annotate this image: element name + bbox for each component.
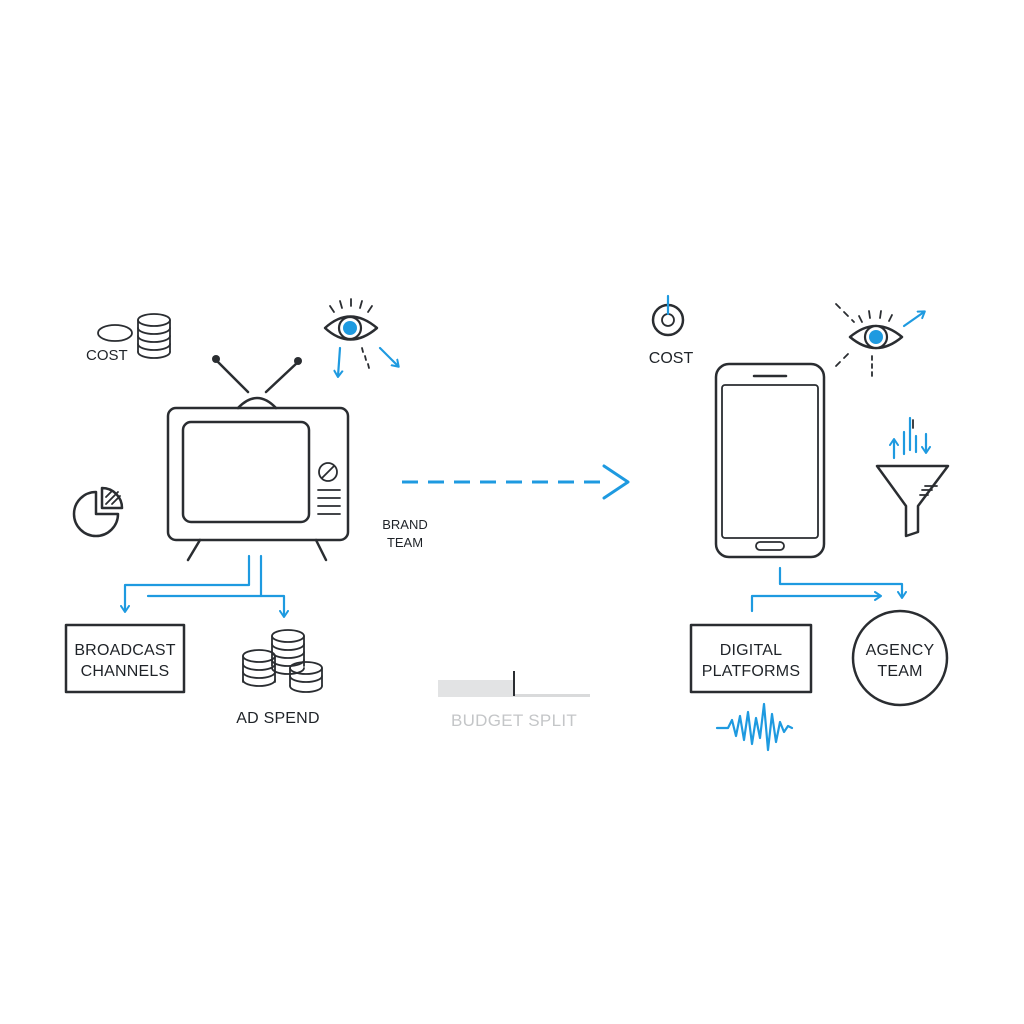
digital-label-line1: DIGITAL bbox=[720, 642, 782, 659]
broadcast-label-line1: BROADCAST bbox=[74, 642, 175, 659]
brand-team-label-line1: BRAND bbox=[382, 517, 428, 532]
budget-split-fill bbox=[438, 680, 514, 697]
broadcast-channels-box: BROADCAST CHANNELS bbox=[64, 623, 186, 694]
smartphone-icon bbox=[714, 362, 826, 559]
power-icon bbox=[651, 294, 685, 337]
coin-stack-icon bbox=[97, 313, 171, 359]
broadcast-label-line2: CHANNELS bbox=[81, 663, 170, 680]
eye-icon bbox=[835, 303, 926, 377]
eye-arrows-icon bbox=[333, 346, 400, 378]
phone-connector-lines bbox=[750, 566, 907, 613]
agency-label-line1: AGENCY bbox=[866, 642, 935, 659]
brand-team-label-line2: TEAM bbox=[387, 535, 423, 550]
funnel-icon bbox=[875, 416, 950, 538]
cost-label-right: COST bbox=[649, 350, 694, 367]
transition-arrow bbox=[402, 464, 630, 500]
cost-label-left: COST bbox=[86, 347, 128, 364]
digital-label-line2: PLATFORMS bbox=[702, 663, 800, 680]
eye-icon bbox=[323, 298, 379, 341]
sound-wave-icon bbox=[715, 702, 794, 752]
television-icon bbox=[166, 355, 350, 562]
ad-spend-label: AD SPEND bbox=[236, 710, 319, 727]
budget-split-label: BUDGET SPLIT bbox=[451, 711, 577, 730]
tv-connector-lines bbox=[120, 554, 289, 618]
agency-team-circle: AGENCY TEAM bbox=[851, 609, 949, 707]
coin-stack-icon bbox=[242, 629, 323, 693]
budget-split-marker bbox=[513, 671, 515, 696]
budget-split-bar bbox=[438, 671, 590, 697]
agency-label-line2: TEAM bbox=[877, 663, 922, 680]
digital-platforms-box: DIGITAL PLATFORMS bbox=[689, 623, 813, 694]
pie-chart-icon bbox=[72, 486, 124, 538]
